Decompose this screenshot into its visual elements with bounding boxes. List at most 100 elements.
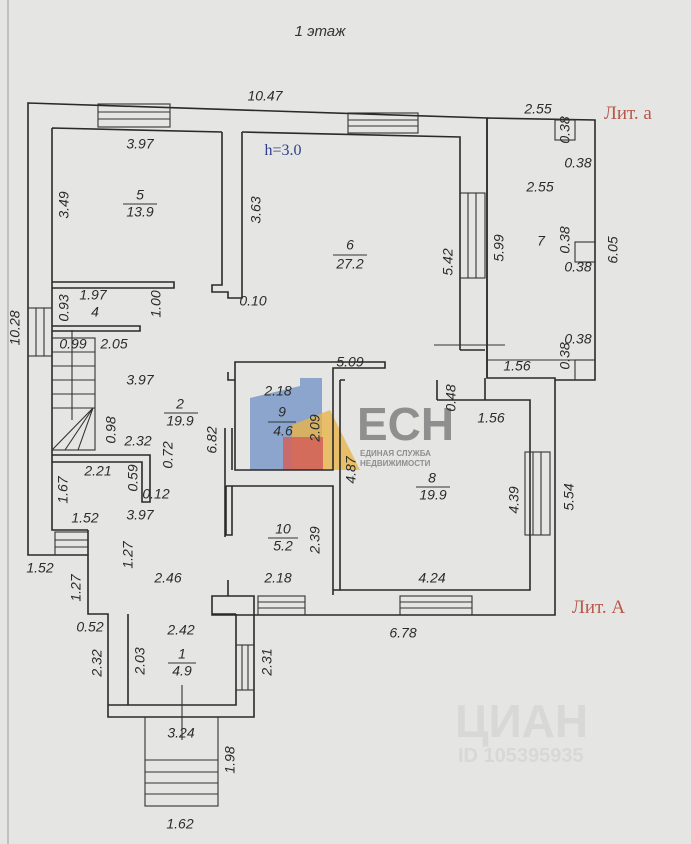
window — [347, 112, 419, 134]
dim-label: 1.27 — [120, 540, 136, 568]
dim-label: 0.38 — [557, 226, 573, 253]
outer-wall — [27, 102, 556, 718]
dim-label: 2.55 — [525, 179, 553, 195]
dim-label: 2.46 — [153, 570, 181, 586]
dim-label: 6.78 — [389, 625, 416, 641]
dim-label: 0.38 — [564, 259, 591, 275]
dim-label: 1.56 — [477, 410, 504, 426]
dim-label: 0.99 — [59, 336, 86, 352]
dim-label: 4.24 — [418, 570, 445, 586]
window — [257, 595, 306, 616]
dim-label: 3.97 — [126, 507, 154, 523]
windows — [27, 103, 596, 691]
room-1-area: 4.9 — [172, 663, 192, 679]
esn-line1: ЕДИНАЯ СЛУЖБА — [360, 449, 431, 458]
room-6-number: 6 — [346, 237, 354, 253]
window — [459, 192, 486, 279]
porch-stairs — [144, 685, 219, 807]
partition-3 — [52, 454, 151, 503]
room-9-area: 4.6 — [273, 423, 293, 439]
dim-label: 0.38 — [564, 331, 591, 347]
dim-label: 0.52 — [76, 619, 103, 635]
dim-label: 0.59 — [125, 464, 141, 491]
dim-label: 5.99 — [491, 234, 507, 261]
room-8-area: 19.9 — [419, 487, 446, 503]
dim-label: 5.09 — [336, 354, 363, 370]
cian-logo: ЦИАН — [455, 695, 588, 747]
room-6-area: 27.2 — [335, 256, 363, 272]
dim-label: 1.62 — [166, 816, 193, 832]
room-5-area: 13.9 — [126, 204, 153, 220]
dim-label: 0.10 — [239, 293, 266, 309]
cian-watermark: ЦИАН ID 105395935 — [455, 695, 588, 767]
window — [97, 103, 171, 128]
dim-label: 1.52 — [71, 510, 98, 526]
dim-label: 6.82 — [204, 426, 220, 453]
dim-label: 3.49 — [56, 191, 72, 218]
window — [399, 595, 473, 616]
lit-a-small-label: Лит. а — [604, 103, 652, 124]
dim-label: 1.67 — [55, 475, 71, 503]
esn-logo: ЕСН — [357, 398, 454, 450]
cian-id: ID 105395935 — [458, 745, 584, 767]
dim-label: 1.98 — [222, 746, 238, 773]
dim-label: 6.05 — [605, 236, 621, 263]
dim-label: 1.97 — [79, 287, 107, 303]
dim-label: 0.93 — [56, 294, 72, 321]
room-10-number: 10 — [275, 521, 291, 537]
room-9-number: 9 — [278, 404, 286, 420]
dim-label: 10.28 — [7, 310, 23, 345]
partition-5-6 — [211, 132, 243, 299]
room-7-number: 7 — [537, 233, 546, 249]
dim-label: 2.55 — [523, 101, 551, 117]
floor-title: 1 этаж — [295, 23, 347, 40]
partition-8 — [333, 379, 438, 591]
partition-vest — [224, 428, 233, 537]
dim-label: 0.72 — [160, 441, 176, 468]
dim-label: 2.42 — [166, 622, 194, 638]
esn-line2: НЕДВИЖИМОСТИ — [360, 459, 431, 468]
partition-4-2 — [52, 325, 141, 332]
dim-label: 0.98 — [103, 416, 119, 443]
room-4-number: 4 — [91, 304, 99, 320]
dim-label: 1.27 — [68, 573, 84, 601]
dim-label: 2.18 — [263, 570, 291, 586]
inner-wall — [51, 127, 531, 591]
dim-label: 2.05 — [99, 336, 127, 352]
dimension-labels: 10.47 2.55 3.97 0.38 0.38 2.55 3.49 3.63… — [7, 88, 621, 832]
window — [27, 307, 53, 357]
dim-label: 3.63 — [248, 196, 264, 223]
dim-label: 5.54 — [561, 483, 577, 510]
window — [54, 531, 89, 556]
dim-label: 3.97 — [126, 372, 154, 388]
room-2-number: 2 — [175, 396, 184, 412]
dim-label: 2.39 — [307, 526, 323, 554]
room-5-number: 5 — [136, 187, 144, 203]
dim-label: 5.42 — [440, 248, 456, 275]
dim-label: 2.31 — [259, 648, 275, 676]
interior-stairs — [51, 330, 96, 451]
dim-label: 0.48 — [443, 384, 459, 411]
room-2-area: 19.9 — [166, 413, 193, 429]
window — [235, 644, 255, 691]
lit-a-big-label: Лит. A — [572, 597, 625, 618]
partition-9 — [227, 361, 386, 471]
dim-label: 3.97 — [126, 136, 154, 152]
dim-label: 1.00 — [148, 290, 164, 317]
dim-label: 2.09 — [307, 414, 323, 442]
dim-label: 10.47 — [247, 88, 283, 104]
dim-label: 0.12 — [142, 486, 169, 502]
room-1-number: 1 — [178, 646, 186, 662]
dim-label: 0.38 — [557, 116, 573, 143]
dim-label: 1.56 — [503, 358, 530, 374]
dim-label: 3.24 — [167, 725, 194, 741]
dim-label: 0.38 — [557, 342, 573, 369]
dim-label: 4.39 — [506, 486, 522, 513]
room-10-area: 5.2 — [273, 538, 293, 554]
dim-label: 2.21 — [83, 463, 111, 479]
dim-label: 4.87 — [343, 455, 359, 483]
room-8-number: 8 — [428, 470, 436, 486]
dim-label: 0.38 — [564, 155, 591, 171]
room-labels: 1 4.9 2 19.9 4 5 13.9 6 27.2 7 8 19.9 9 … — [91, 187, 546, 679]
